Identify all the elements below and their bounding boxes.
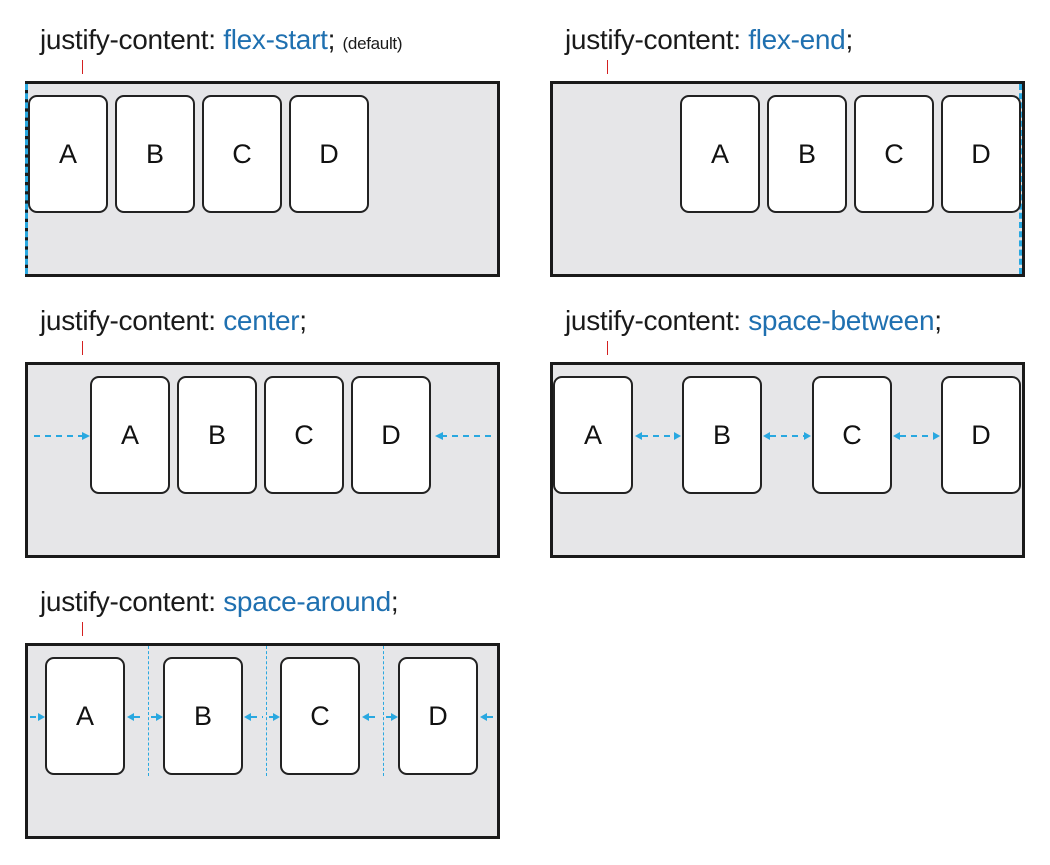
flex-item-d: D bbox=[351, 376, 431, 494]
flex-container: A B C D bbox=[550, 81, 1025, 277]
property-value: space-around bbox=[223, 586, 391, 617]
flex-item-a: A bbox=[90, 376, 170, 494]
property-name: justify-content: bbox=[40, 586, 216, 617]
caption-marker bbox=[82, 622, 83, 636]
flex-container: A B C D bbox=[25, 643, 500, 839]
flex-container: A B C D bbox=[25, 362, 500, 558]
flex-item-b: B bbox=[115, 95, 195, 213]
flex-item-d: D bbox=[398, 657, 478, 775]
flex-item-d: D bbox=[941, 376, 1021, 494]
flex-item-a: A bbox=[45, 657, 125, 775]
flex-item-a: A bbox=[680, 95, 760, 213]
flex-item-c: C bbox=[202, 95, 282, 213]
flex-item-a: A bbox=[553, 376, 633, 494]
panel-space-around: justify-content: space-around; A B C bbox=[25, 582, 500, 842]
semicolon: ; bbox=[390, 586, 399, 617]
semicolon: ; bbox=[934, 305, 942, 336]
flex-item-c: C bbox=[264, 376, 344, 494]
flex-item-d: D bbox=[941, 95, 1021, 213]
gap-divider bbox=[383, 646, 384, 776]
property-value: flex-start bbox=[223, 24, 328, 55]
flex-item-d: D bbox=[289, 95, 369, 213]
panel-caption: justify-content: center; bbox=[40, 301, 307, 341]
flex-item-b: B bbox=[767, 95, 847, 213]
flex-container: A B C D bbox=[25, 81, 500, 277]
panel-caption: justify-content: space-around; bbox=[40, 582, 399, 622]
flex-item-b: B bbox=[163, 657, 243, 775]
property-value: flex-end bbox=[748, 24, 846, 55]
flex-container: A B C D bbox=[550, 362, 1025, 558]
default-note: (default) bbox=[342, 34, 403, 53]
gap-divider bbox=[148, 646, 149, 776]
flex-item-c: C bbox=[854, 95, 934, 213]
flex-item-b: B bbox=[682, 376, 762, 494]
semicolon: ; bbox=[845, 24, 853, 55]
property-value: center bbox=[223, 305, 300, 336]
caption-marker bbox=[82, 341, 83, 355]
spacing-arrows bbox=[30, 713, 495, 721]
property-name: justify-content: bbox=[565, 305, 741, 336]
panel-caption: justify-content: flex-end; bbox=[565, 20, 853, 60]
panel-space-between: justify-content: space-between; A B C D bbox=[550, 301, 1025, 561]
semicolon: ; bbox=[327, 24, 336, 55]
centering-arrows bbox=[34, 432, 491, 440]
caption-marker bbox=[607, 60, 608, 74]
panel-caption: justify-content: space-between; bbox=[565, 301, 942, 341]
property-value: space-between bbox=[748, 305, 935, 336]
caption-marker bbox=[82, 60, 83, 74]
property-name: justify-content: bbox=[40, 24, 216, 55]
panel-flex-start: justify-content: flex-start; (default) A… bbox=[25, 20, 500, 280]
gap-divider bbox=[266, 646, 267, 776]
property-name: justify-content: bbox=[40, 305, 216, 336]
panel-center: justify-content: center; A B C D bbox=[25, 301, 500, 561]
caption-marker bbox=[607, 341, 608, 355]
panel-flex-end: justify-content: flex-end; A B C D bbox=[550, 20, 1025, 280]
flex-item-b: B bbox=[177, 376, 257, 494]
panel-caption: justify-content: flex-start; (default) bbox=[40, 20, 403, 60]
flex-item-c: C bbox=[280, 657, 360, 775]
flex-item-a: A bbox=[28, 95, 108, 213]
semicolon: ; bbox=[299, 305, 307, 336]
spacing-arrows bbox=[635, 432, 940, 440]
flex-item-c: C bbox=[812, 376, 892, 494]
start-edge-guide bbox=[25, 84, 28, 274]
property-name: justify-content: bbox=[565, 24, 741, 55]
